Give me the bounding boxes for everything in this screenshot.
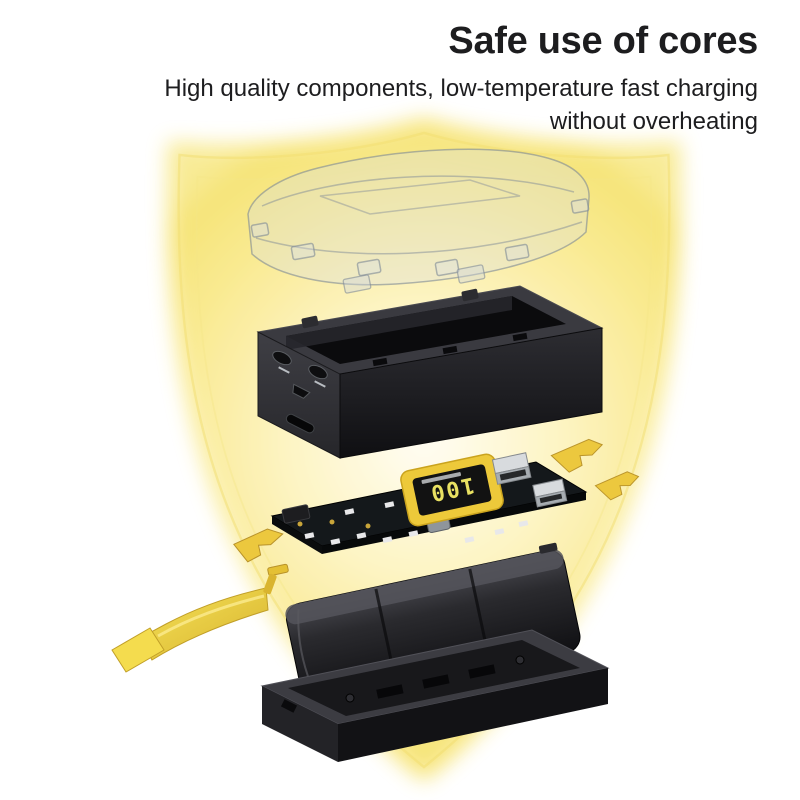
battery-display-module: 100 [400, 453, 504, 527]
metal-brackets-right [550, 438, 640, 501]
clear-top-cover [247, 148, 590, 286]
bottom-case [260, 629, 610, 762]
cover-clips [250, 198, 590, 277]
pcb-board: 100 [270, 452, 588, 554]
solder-pads [297, 519, 371, 529]
clear-loose-clips [342, 264, 486, 294]
board-connector [281, 504, 311, 524]
micro-usb-port-icon [292, 383, 311, 399]
page-subtitle: High quality components, low-temperature… [164, 72, 758, 138]
smd-components [304, 501, 529, 545]
main-case [256, 285, 604, 459]
wrist-strap [111, 573, 277, 673]
metal-bracket-left [233, 528, 289, 577]
case-ports [272, 350, 328, 434]
page-title: Safe use of cores [448, 20, 758, 62]
subtitle-line-2: without overheating [549, 108, 758, 136]
pcb-usb-ports [491, 452, 568, 508]
case-ribs [376, 664, 496, 699]
usb-port-b-icon [308, 364, 328, 380]
usb-port-a-icon [272, 350, 292, 366]
subtitle-line-1: High quality components, low-temperature… [164, 75, 758, 102]
oval-slot-icon [285, 413, 315, 434]
